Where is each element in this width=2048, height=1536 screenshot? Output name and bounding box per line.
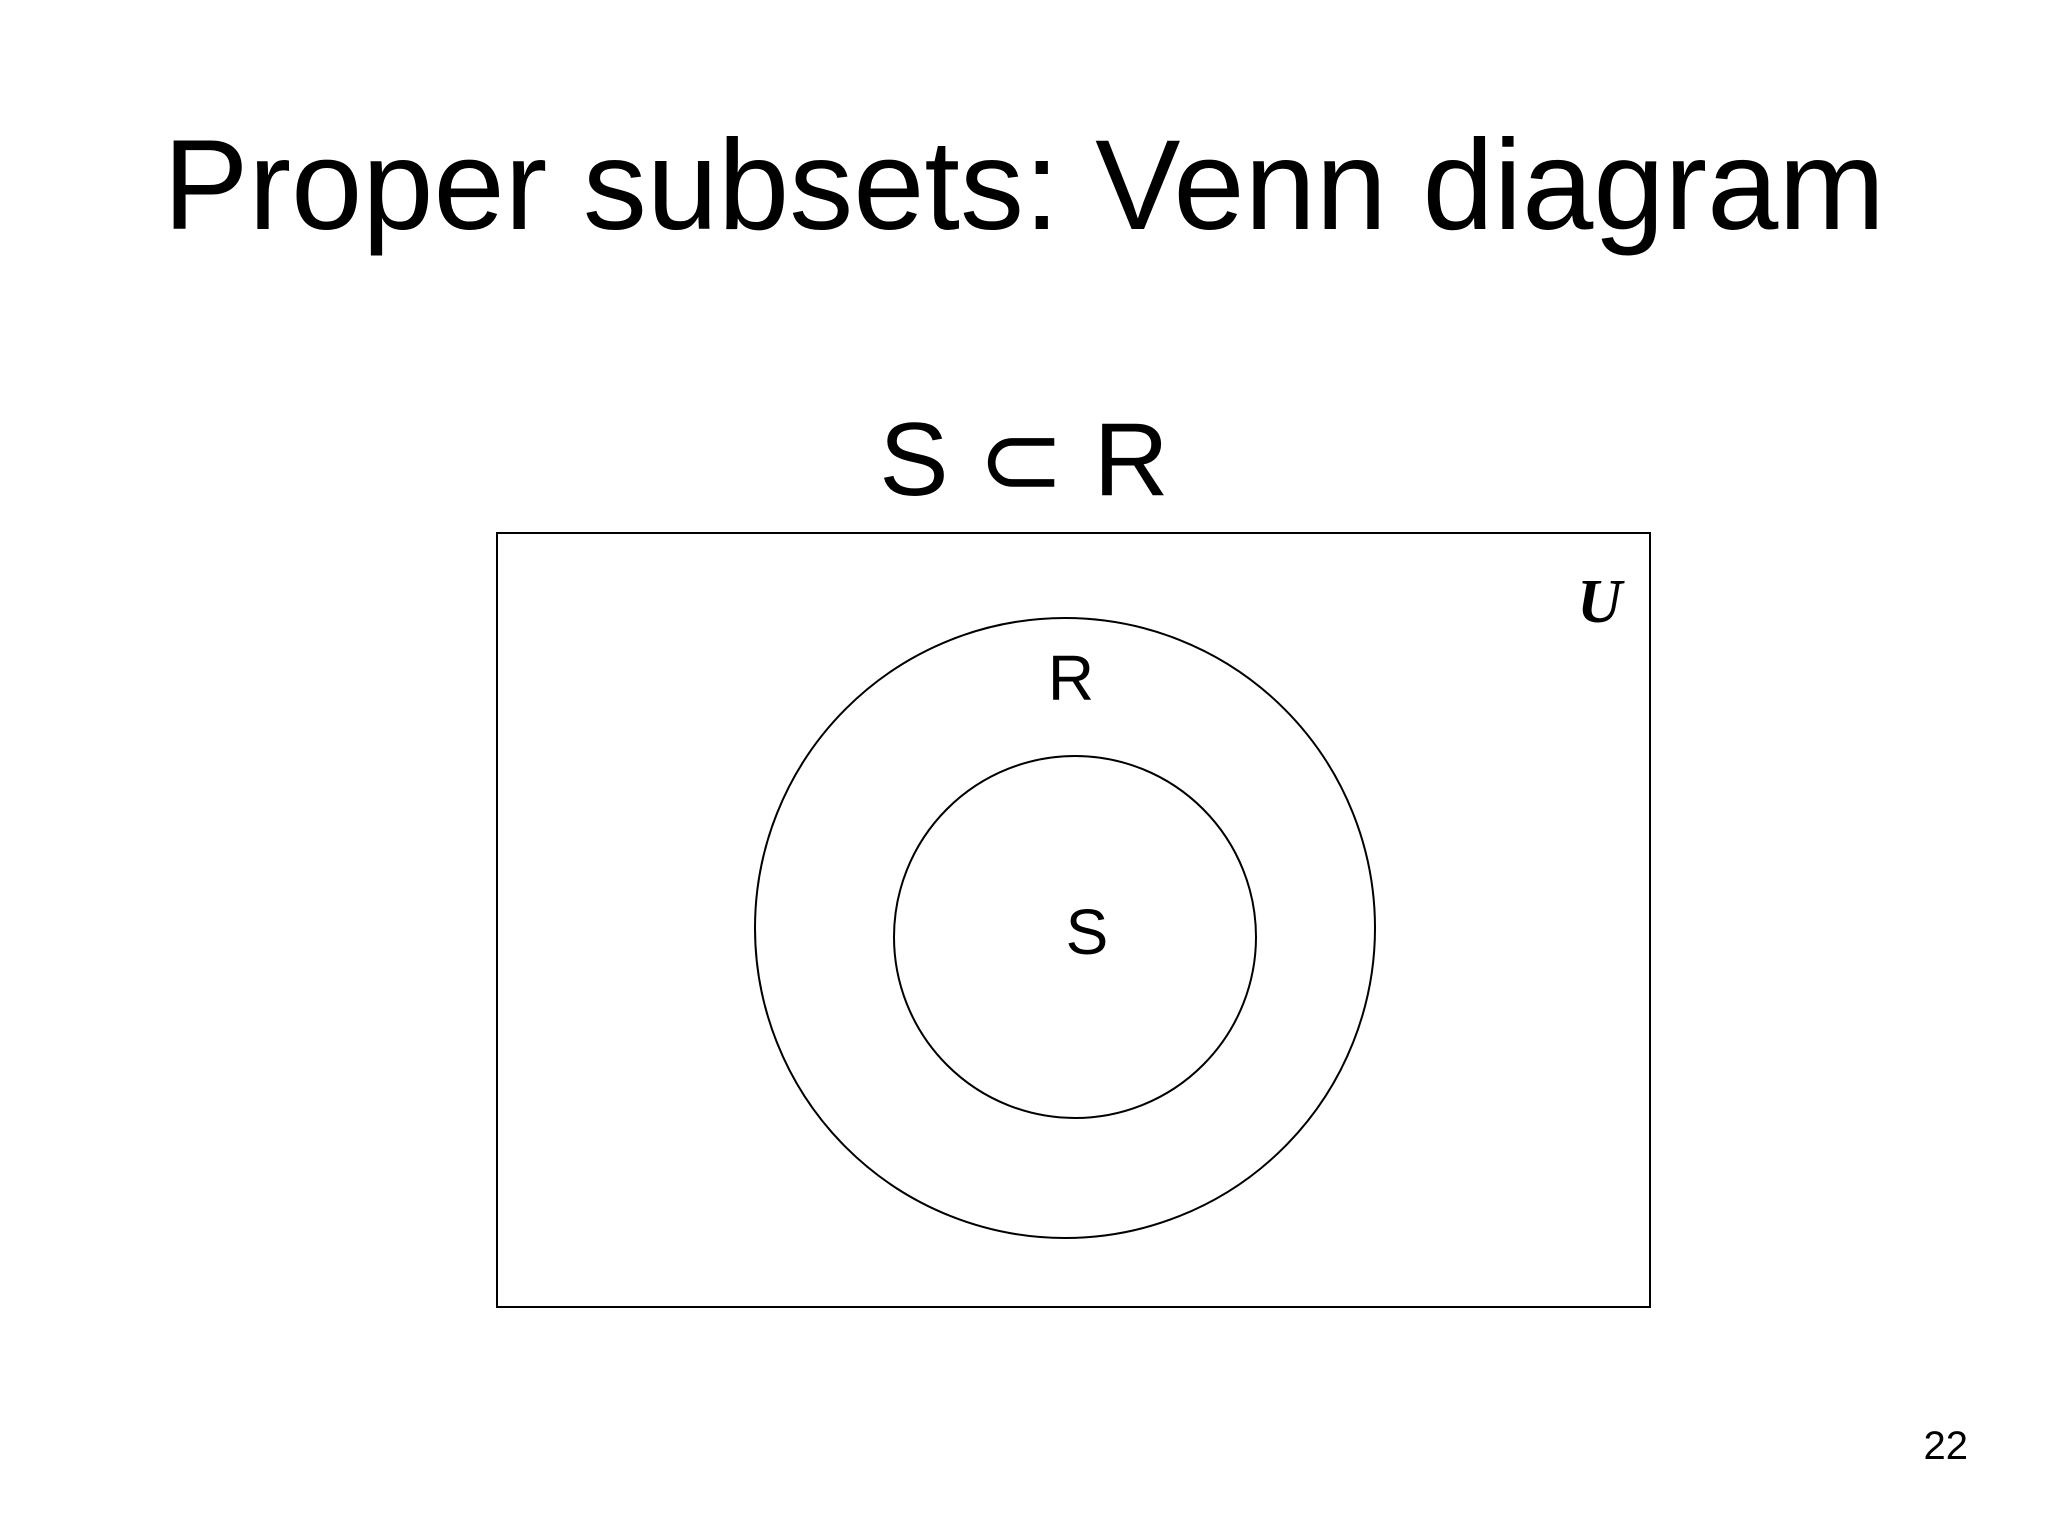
inner-set-label: S (1066, 896, 1109, 968)
slide-title: Proper subsets: Venn diagram (163, 114, 1885, 257)
outer-set-r-circle (754, 617, 1376, 1239)
outer-set-label: R (1048, 642, 1094, 714)
inner-set-s-circle (893, 755, 1257, 1119)
universe-label: U (1577, 568, 1625, 636)
subset-statement: S ⊂ R (879, 402, 1169, 518)
universe-rectangle (496, 532, 1651, 1308)
page-number: 22 (1923, 1424, 1969, 1468)
